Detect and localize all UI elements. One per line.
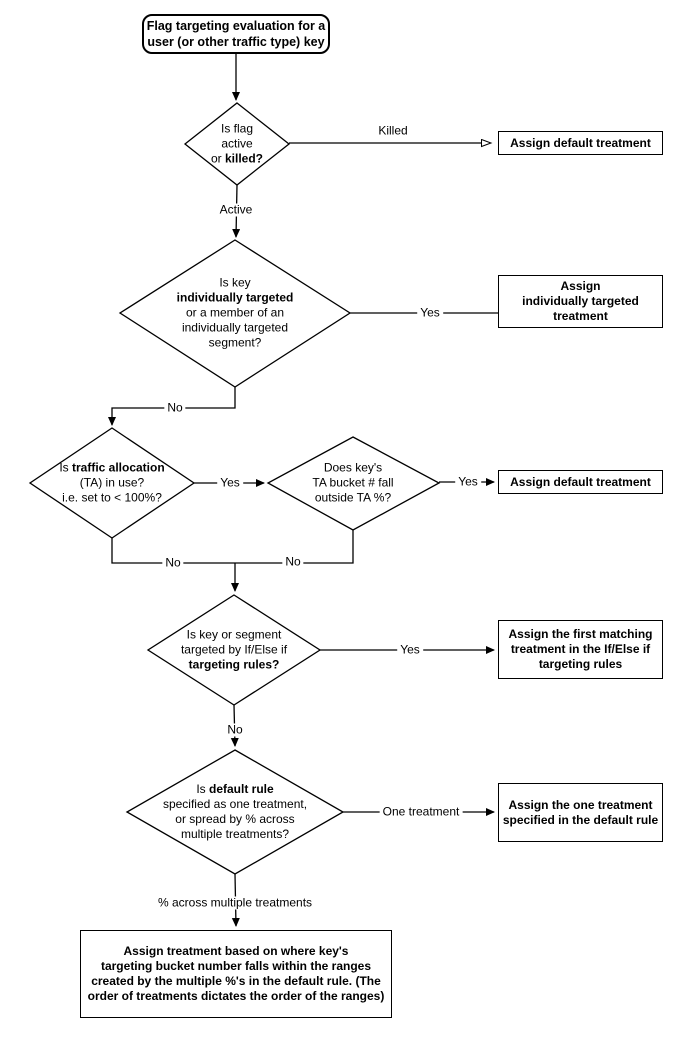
outcome-default-treatment-2-label: Assign default treatment xyxy=(510,474,651,489)
outcome-first-matching: Assign the first matching treatment in t… xyxy=(498,620,663,679)
edge-label-yes-ta: Yes xyxy=(217,476,243,490)
edge-no-ta xyxy=(111,538,235,564)
diamond-default-rule xyxy=(125,749,345,875)
edge-label-no-individual: No xyxy=(164,401,186,415)
diamond-targeting-rules xyxy=(146,594,322,706)
edge-label-yes-rules: Yes xyxy=(397,643,423,657)
edge-label-one-treatment: One treatment xyxy=(379,805,463,819)
diamond-traffic-allocation xyxy=(28,427,196,539)
outcome-individually-targeted: Assign individually targeted treatment xyxy=(498,275,663,328)
diamond-individually-targeted xyxy=(118,239,352,388)
outcome-default-treatment-1-label: Assign default treatment xyxy=(510,135,651,150)
edge-label-yes-individual: Yes xyxy=(417,306,443,320)
outcome-default-treatment-1: Assign default treatment xyxy=(498,131,663,155)
edge-label-no-rules: No xyxy=(224,723,246,737)
outcome-one-treatment-label: Assign the one treatment specified in th… xyxy=(502,797,659,827)
start-node-label: Flag targeting evaluation for a user (or… xyxy=(146,19,326,49)
edge-label-killed: Killed xyxy=(375,124,411,138)
diamond-flag-active xyxy=(183,102,291,186)
outcome-one-treatment: Assign the one treatment specified in th… xyxy=(498,783,663,842)
outcome-ranges: Assign treatment based on where key's ta… xyxy=(80,930,392,1018)
edge-label-pct-multiple: % across multiple treatments xyxy=(154,896,316,910)
start-node: Flag targeting evaluation for a user (or… xyxy=(142,14,330,54)
edge-label-no-ta: No xyxy=(162,556,184,570)
decision-traffic-allocation-label: Is traffic allocation(TA) in use?i.e. se… xyxy=(59,460,165,505)
outcome-ranges-label: Assign treatment based on where key's ta… xyxy=(87,944,385,1003)
edge-label-active: Active xyxy=(216,203,256,217)
outcome-first-matching-label: Assign the first matching treatment in t… xyxy=(508,627,653,671)
edge-label-no-bucket: No xyxy=(282,555,304,569)
outcome-default-treatment-2: Assign default treatment xyxy=(498,470,663,494)
outcome-individually-targeted-label: Assign individually targeted treatment xyxy=(522,279,639,323)
edge-no-bucket xyxy=(235,530,354,564)
diamond-ta-bucket xyxy=(266,436,441,531)
edge-label-yes-bucket: Yes xyxy=(455,475,481,489)
